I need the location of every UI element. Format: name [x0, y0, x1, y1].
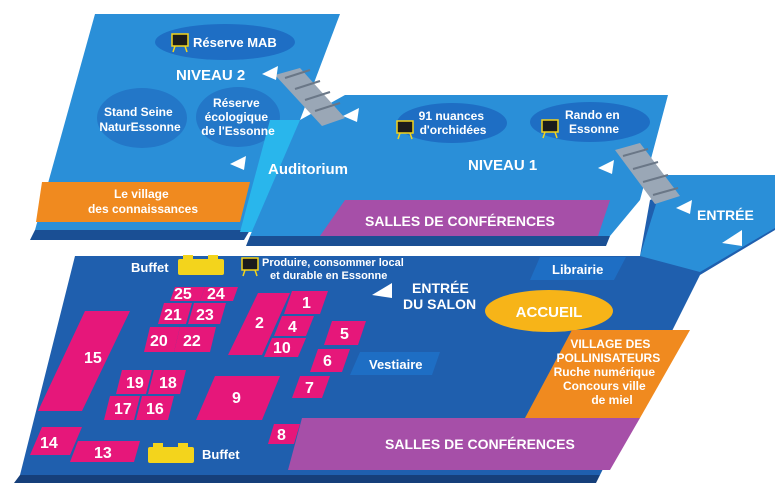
stand-num-9: 9	[232, 390, 241, 407]
rando-label: Rando en Essonne	[565, 108, 623, 136]
stand-9[interactable]	[196, 376, 280, 420]
stand-numbers: 25 24 21 23 20 22 2 1 4 10 5 6 7 9 8 15 …	[40, 286, 349, 462]
niveau1-floor-edge	[246, 236, 610, 246]
easel-icon	[396, 120, 414, 140]
stand-15[interactable]	[38, 311, 130, 411]
stand-22[interactable]	[174, 327, 216, 352]
librairie-zone[interactable]	[530, 257, 626, 280]
reserve-eco-zone	[196, 87, 280, 147]
produire-label: Produire, consommer local et durable en …	[262, 257, 407, 282]
stand-num-10: 10	[273, 340, 291, 357]
village-connaissances-label: Le village des connaissances	[88, 187, 198, 216]
stairs-n1-ground[interactable]	[615, 143, 680, 204]
nuances-zone	[397, 103, 507, 143]
accueil-label: ACCUEIL	[516, 304, 583, 321]
stand-num-2: 2	[255, 315, 264, 332]
stand-25[interactable]	[170, 287, 205, 301]
reserve-mab-label: Réserve MAB	[193, 35, 277, 50]
easel-icon	[171, 33, 189, 53]
vestiaire-label: Vestiaire	[369, 357, 423, 372]
stand-18[interactable]	[148, 370, 186, 394]
easel-icon	[241, 257, 259, 277]
stand-19[interactable]	[116, 370, 152, 394]
stand-num-19: 19	[126, 375, 144, 392]
salles-bas-label: SALLES DE CONFÉRENCES	[385, 436, 575, 452]
stand-24[interactable]	[200, 287, 238, 301]
entree-corridor	[640, 175, 775, 272]
reserve-eco-label: Réserve écologique de l'Essonne	[201, 96, 275, 138]
stands	[30, 287, 366, 462]
reserve-mab-zone	[155, 24, 295, 60]
stand-num-24: 24	[207, 286, 225, 303]
easel-icon	[541, 119, 559, 139]
stand-20[interactable]	[144, 327, 180, 352]
stand-4[interactable]	[274, 316, 314, 336]
buffet-bottom-label: Buffet	[202, 447, 240, 462]
village-pollinisateurs-zone[interactable]	[525, 330, 690, 418]
niveau1-title: NIVEAU 1	[468, 157, 537, 174]
stand-13[interactable]	[70, 441, 140, 462]
village-pollinisateurs-label: VILLAGE DES POLLINISATEURS Ruche numériq…	[554, 337, 664, 407]
stand-num-13: 13	[94, 445, 112, 462]
stand-num-18: 18	[159, 375, 177, 392]
stand-num-21: 21	[164, 307, 182, 324]
ground-floor-edge	[14, 475, 600, 483]
entree-label: ENTRÉE	[697, 207, 754, 223]
salles-haut-label: SALLES DE CONFÉRENCES	[365, 213, 555, 229]
stand-17[interactable]	[104, 396, 140, 420]
stand-num-7: 7	[305, 380, 314, 397]
vestiaire-zone[interactable]	[350, 352, 440, 375]
arrow-icon	[230, 66, 742, 298]
stand-num-17: 17	[114, 401, 132, 418]
nuances-label: 91 nuances d'orchidées	[419, 109, 488, 137]
stand-num-22: 22	[183, 333, 201, 350]
stand-num-25: 25	[174, 286, 192, 303]
stand-num-23: 23	[196, 307, 214, 324]
stand-2[interactable]	[228, 293, 290, 355]
stand-1[interactable]	[284, 291, 328, 314]
stand-num-14: 14	[40, 435, 58, 452]
stand-16[interactable]	[136, 396, 174, 420]
stand-num-5: 5	[340, 326, 349, 343]
stand-num-8: 8	[277, 427, 286, 444]
stand-5[interactable]	[324, 321, 366, 345]
stand-14[interactable]	[30, 427, 82, 455]
buffet-top-label: Buffet	[131, 260, 169, 275]
stand-8[interactable]	[268, 424, 300, 444]
village-connaissances-zone[interactable]	[36, 182, 250, 222]
stand-num-6: 6	[323, 353, 332, 370]
stand-23[interactable]	[188, 303, 226, 324]
stand-seine-label: Stand Seine NaturEssonne	[99, 105, 181, 134]
stand-num-15: 15	[84, 350, 102, 367]
accueil-zone[interactable]	[485, 290, 613, 332]
librairie-label: Librairie	[552, 262, 603, 277]
auditorium-label: Auditorium	[268, 161, 348, 178]
stand-num-4: 4	[288, 319, 297, 336]
salles-bas-zone[interactable]	[288, 418, 640, 470]
stand-num-16: 16	[146, 401, 164, 418]
buffet-table-top	[178, 255, 224, 275]
niveau2-floor-edge	[30, 230, 250, 240]
niveau2-title: NIVEAU 2	[176, 67, 245, 84]
entree-salon-label: ENTRÉE DU SALON	[403, 280, 476, 312]
stand-num-1: 1	[302, 295, 311, 312]
stand-10[interactable]	[264, 338, 306, 357]
salles-haut-zone[interactable]	[320, 200, 610, 236]
rando-zone	[530, 102, 650, 142]
stand-num-20: 20	[150, 333, 168, 350]
stand-seine-zone	[97, 88, 187, 148]
stairs-n2-n1[interactable]	[275, 68, 345, 126]
stand-21[interactable]	[158, 303, 192, 324]
stand-7[interactable]	[292, 376, 330, 398]
stand-6[interactable]	[310, 349, 350, 372]
buffet-table-bottom	[148, 443, 194, 463]
